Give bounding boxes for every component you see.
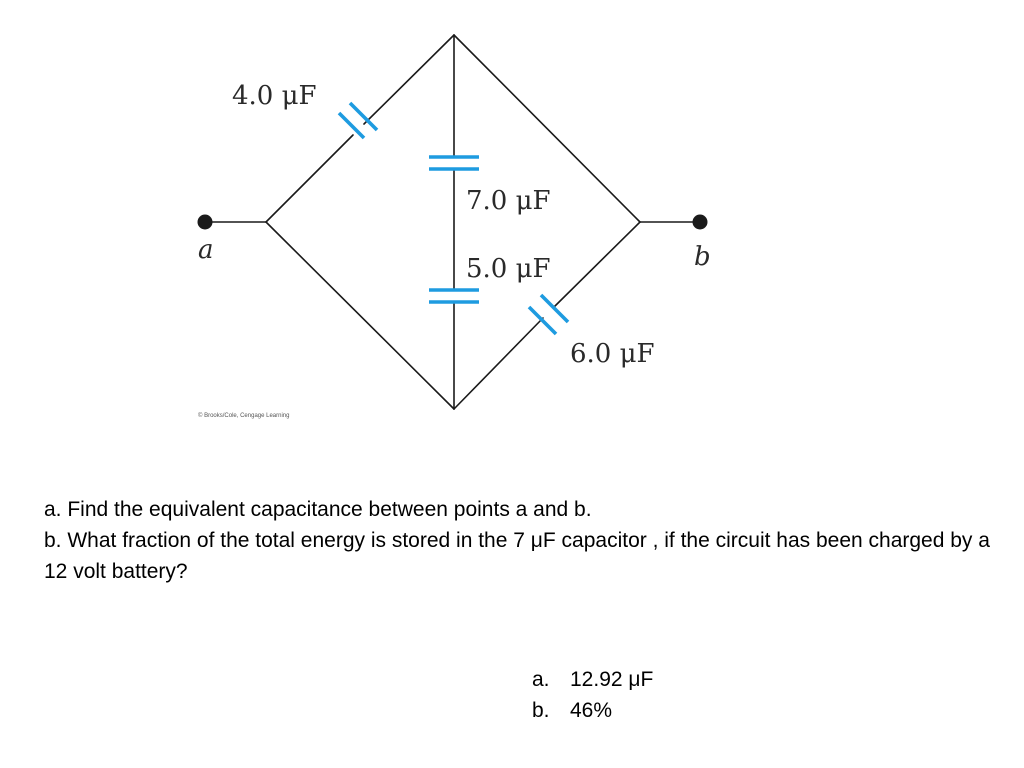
wire-right-bottom-upper — [553, 221, 641, 308]
image-credit: © Brooks/Cole, Cengage Learning — [198, 412, 289, 419]
terminal-b — [692, 214, 708, 230]
circuit-diagram: 4.0 μF 7.0 μF 5.0 μF 6.0 μF a b © Brooks… — [197, 34, 711, 419]
terminal-a — [197, 214, 213, 230]
question-b: b. What fraction of the total energy is … — [44, 529, 990, 583]
capacitor-6uf-symbol — [527, 293, 570, 336]
capacitor-label-5uf: 5.0 μF — [466, 254, 551, 284]
wire-right-top — [453, 34, 641, 223]
answer-value: 46% — [570, 699, 613, 722]
wire-left-bottom — [265, 221, 455, 410]
capacitor-7uf-symbol — [429, 155, 479, 171]
answer-item: b. 46% — [532, 695, 653, 726]
answer-value: 12.92 μF — [570, 668, 654, 691]
capacitor-5uf-symbol — [429, 288, 479, 304]
answer-marker: b. — [532, 699, 550, 722]
answer-item: a. 12.92 μF — [532, 664, 653, 695]
wire-left-top-upper — [363, 34, 455, 125]
capacitor-label-7uf: 7.0 μF — [466, 186, 551, 216]
capacitor-4uf-symbol — [337, 101, 379, 140]
wire-right-bottom-lower — [453, 317, 544, 410]
question-text: a. Find the equivalent capacitance betwe… — [44, 494, 994, 587]
answer-marker: a. — [532, 668, 550, 691]
capacitor-label-6uf: 6.0 μF — [570, 339, 655, 369]
wire-left-top-lower — [265, 134, 354, 223]
question-a: a. Find the equivalent capacitance betwe… — [44, 498, 592, 521]
capacitor-label-4uf: 4.0 μF — [232, 81, 317, 111]
node-label-a: a — [198, 235, 214, 265]
node-label-b: b — [694, 242, 711, 272]
answer-list: a. 12.92 μF b. 46% — [532, 664, 653, 726]
